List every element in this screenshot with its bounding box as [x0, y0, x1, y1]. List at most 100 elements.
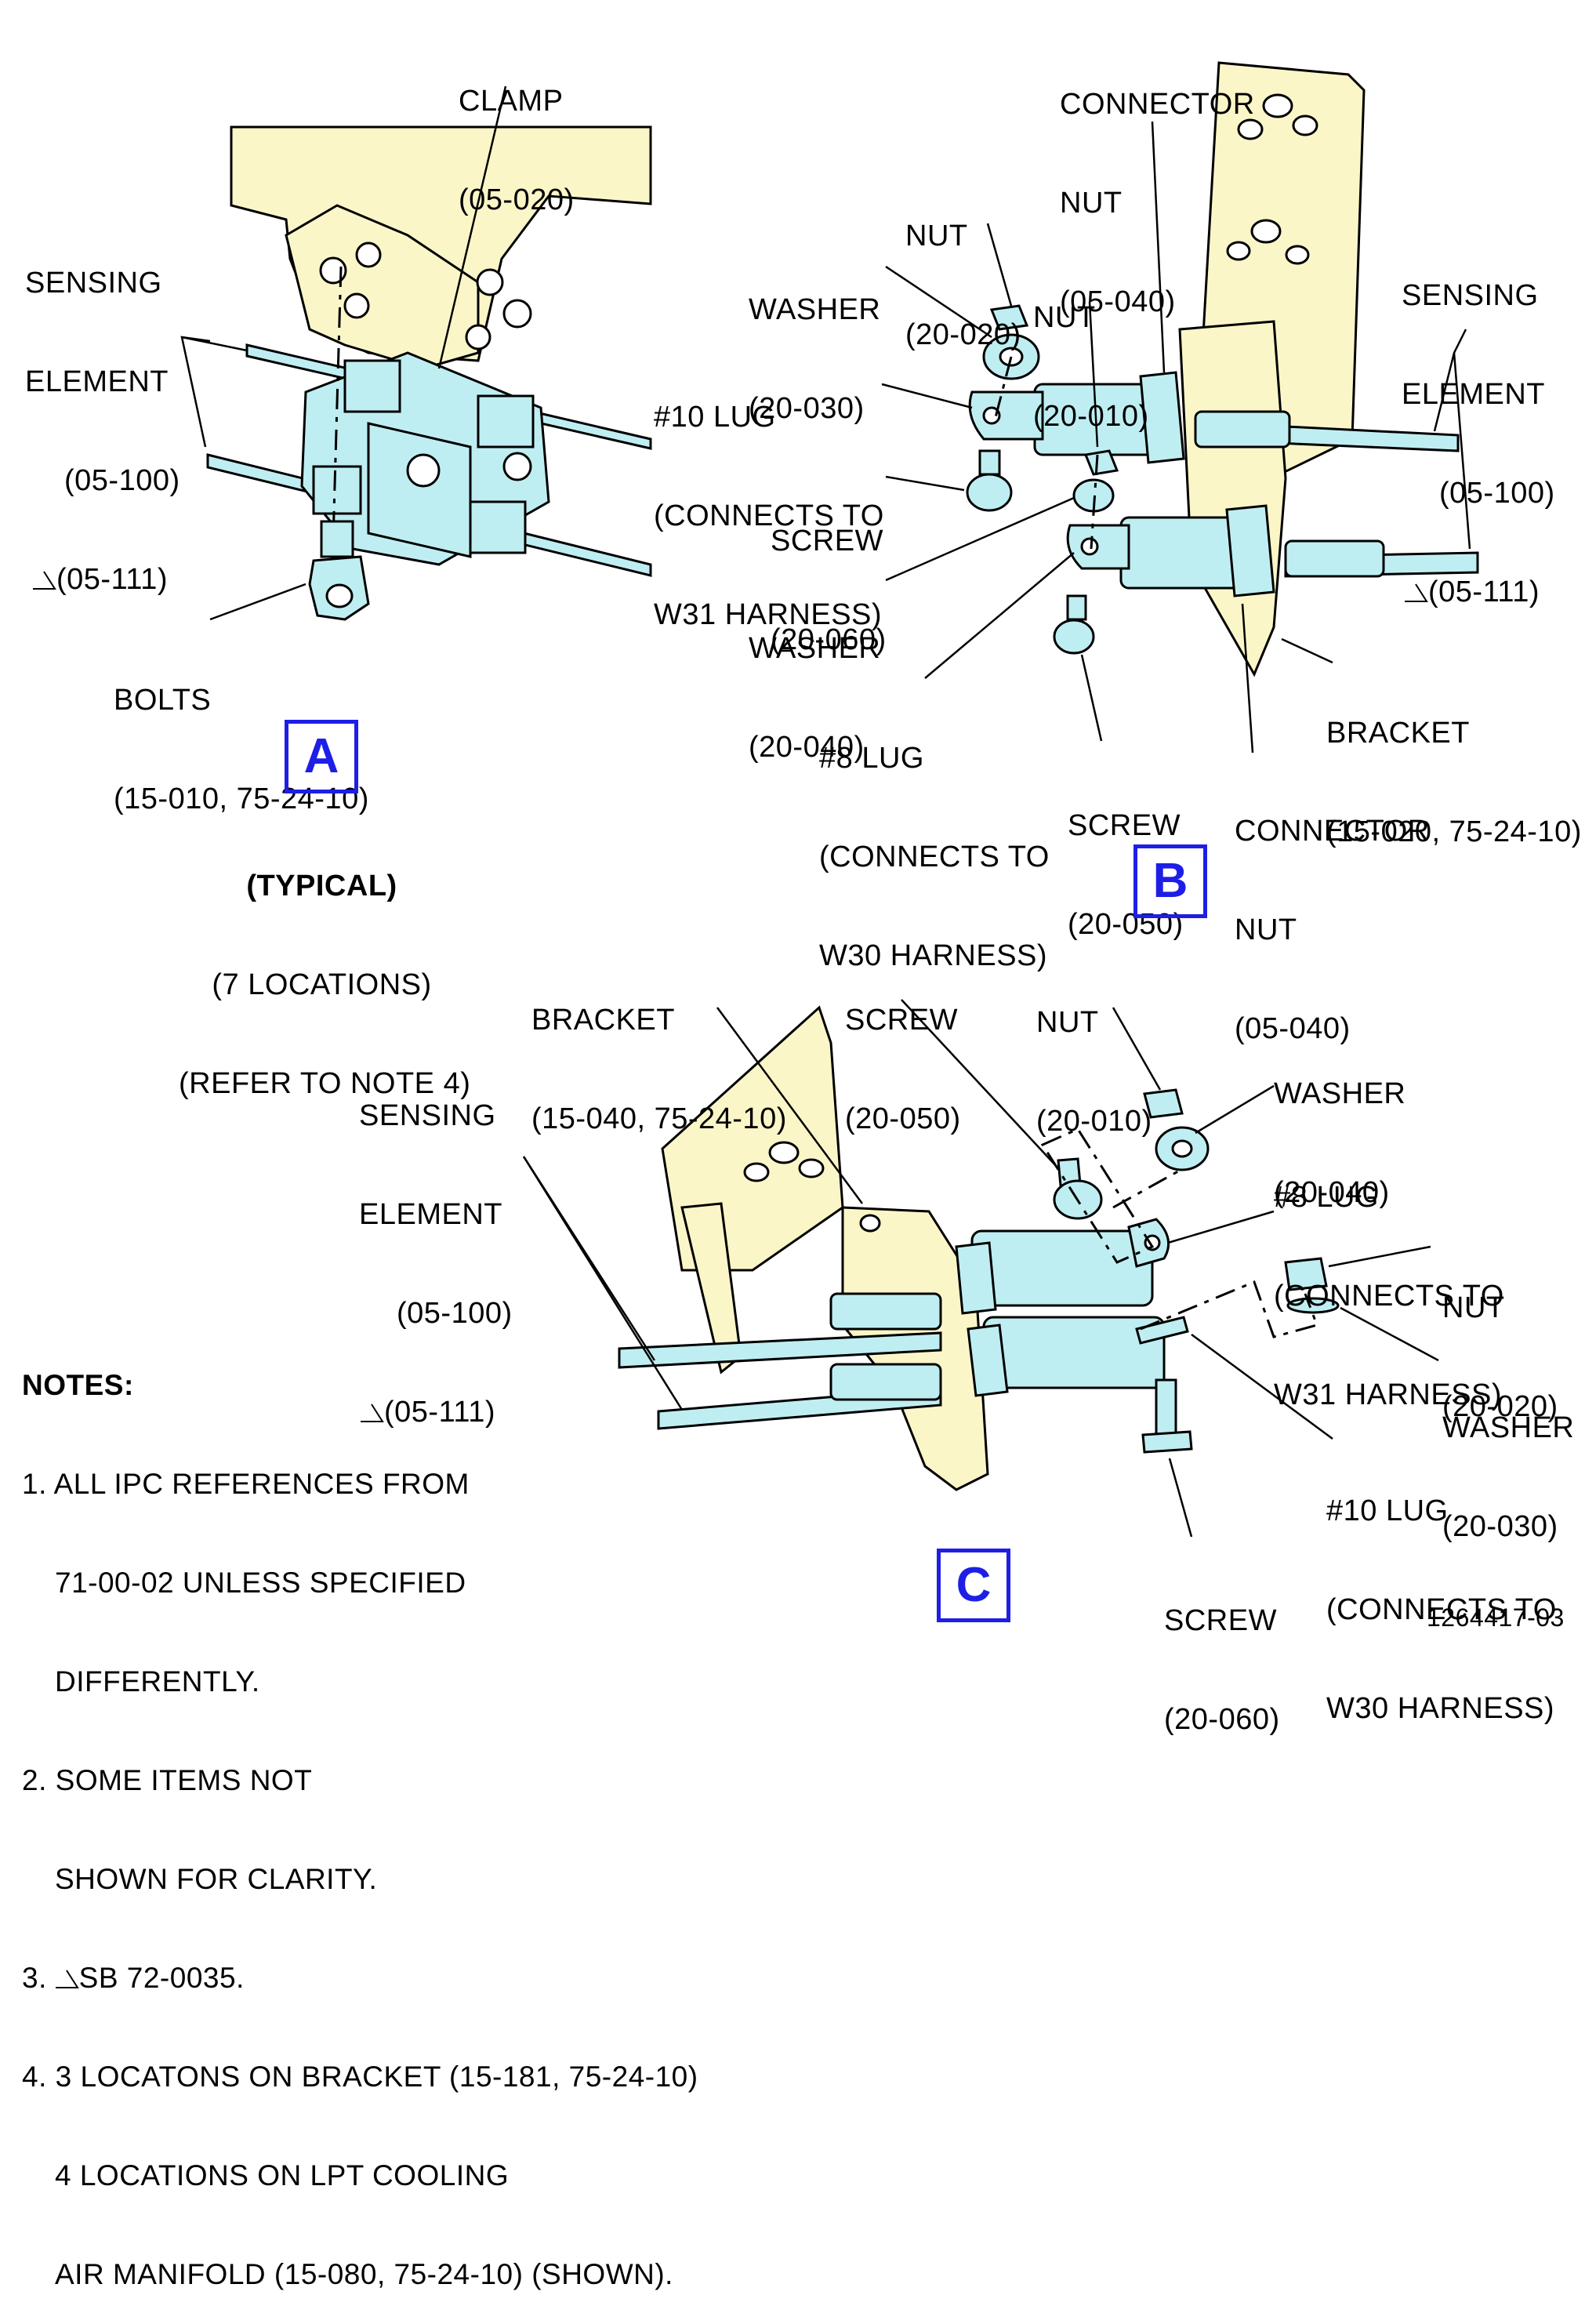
view-c-connector-nut-lower [967, 1324, 1009, 1397]
note-2-line: 2. SOME ITEMS NOT [22, 1764, 313, 1796]
revision-triangle-icon [55, 1970, 79, 1988]
caption-line: (REFER TO NOTE 4) [179, 1067, 471, 1100]
view-b-leader-sensing-2 [1453, 352, 1471, 550]
view-c-drawing [522, 999, 1439, 1538]
view-c-screw-20-060-head [1141, 1430, 1193, 1454]
label-line: SCREW [1164, 1604, 1277, 1637]
view-b-hole [1262, 93, 1293, 118]
label-line: ELEMENT [1402, 378, 1545, 411]
view-b-hole [1226, 241, 1251, 261]
label-line: #8 LUG [1274, 1181, 1379, 1214]
caption-line: (7 LOCATIONS) [212, 968, 432, 1001]
label-line: WASHER [749, 632, 881, 665]
view-b-leader-nut-20-020 [986, 223, 1013, 307]
revision-triangle-icon [33, 571, 56, 590]
view-b-screw-20-060-head [966, 473, 1013, 512]
view-b-leader-nut-20-010 [1088, 301, 1099, 448]
view-b-sensing-label: SENSING ELEMENT (05-100) (05-111) [1402, 213, 1555, 641]
view-b-leader-lug-8 [924, 552, 1075, 679]
view-a-hole [343, 292, 370, 319]
label-line: (20-060) [1164, 1703, 1280, 1736]
view-a-drawing [180, 85, 652, 621]
label-line: (05-100) [64, 464, 180, 497]
label-line: #10 LUG [1326, 1494, 1449, 1527]
view-c-washer-20-030-label: WASHER (20-030) [1442, 1345, 1574, 1576]
note-4-line: 4 LOCATIONS ON LPT COOLING [55, 2159, 510, 2191]
revision-triangle-icon [361, 1403, 384, 1422]
view-a-hole [502, 299, 532, 329]
view-c-assembly-path [1140, 1280, 1318, 1338]
label-line: (05-100) [1439, 477, 1555, 510]
note-2-line: SHOWN FOR CLARITY. [55, 1863, 378, 1895]
view-a-hole [476, 268, 504, 296]
label-line: (15-040, 75-24-10) [531, 1102, 787, 1135]
label-line: (20-040) [749, 731, 865, 764]
label-line: SENSING [25, 267, 162, 300]
view-a-clamp-plate [285, 204, 480, 370]
view-c-sensing-tube-upper [618, 1331, 942, 1369]
view-a-leader-clamp [437, 85, 507, 369]
label-line: SENSING [1402, 279, 1539, 312]
label-line: (05-111) [56, 563, 168, 596]
view-c-screw-20-060 [1155, 1378, 1177, 1436]
label-line: W30 HARNESS) [1326, 1692, 1555, 1725]
view-a-sensing-label: SENSING ELEMENT (05-100) (05-111) [25, 201, 180, 629]
view-a-grommet [477, 394, 535, 448]
label-line: W30 HARNESS) [819, 939, 1048, 972]
note-1-line: 1. ALL IPC REFERENCES FROM [22, 1468, 470, 1500]
view-c-leader-sensing-2 [522, 1156, 684, 1411]
view-c-hole [859, 1214, 881, 1233]
label-line: ELEMENT [25, 365, 169, 398]
label-line: (20-020) [1442, 1390, 1558, 1423]
caption-title: (TYPICAL) [246, 870, 397, 902]
view-b-lug-10 [968, 390, 1044, 441]
view-a-grommet [343, 359, 401, 413]
view-b-nut-20-020 [989, 304, 1029, 331]
view-c-screw-20-050-label: SCREW (20-050) [845, 938, 961, 1168]
note-3-line: SB 72-0035. [78, 1962, 245, 1994]
label-line: (20-030) [749, 392, 865, 425]
view-b-screw-20-050-label: SCREW (20-050) [1068, 743, 1184, 974]
label-line: NUT [1033, 301, 1096, 334]
label-line: (20-060) [771, 623, 887, 656]
view-c-letter: C [937, 1549, 1010, 1622]
view-b-lug-8-label: #8 LUG (CONNECTS TO W30 HARNESS) [819, 676, 1050, 1005]
label-line: W31 HARNESS) [1274, 1378, 1503, 1411]
view-a-hole [319, 256, 347, 285]
label-line: BRACKET [1326, 717, 1470, 750]
label-line: (15-010, 75-24-10) [114, 783, 369, 815]
label-line: NUT [1036, 1006, 1099, 1039]
label-line: (05-020) [459, 183, 575, 216]
label-line: (20-010) [1036, 1105, 1152, 1138]
view-b-connector-nut-upper [1139, 371, 1185, 464]
view-b-screw-20-050-head [1053, 619, 1095, 655]
view-a-bolt-shank [320, 520, 354, 558]
view-c-lug-10-label: #10 LUG (CONNECTS TO W30 HARNESS) [1326, 1429, 1557, 1758]
view-c-lug-8-label: #8 LUG (CONNECTS TO W31 HARNESS) [1274, 1115, 1504, 1444]
notes-heading: NOTES: [22, 1369, 134, 1401]
view-c-nut-20-010 [1143, 1088, 1184, 1119]
view-b-leader-connector-nut-top [1151, 121, 1166, 373]
view-c-leader-lug-8 [1167, 1210, 1275, 1244]
view-a-caption: (TYPICAL) (7 LOCATIONS) (REFER TO NOTE 4… [179, 804, 471, 1133]
view-b-screw-20-060-label: SCREW (20-060) [771, 459, 887, 689]
label-line: (CONNECTS TO [654, 499, 884, 532]
view-c-lug-10 [1135, 1316, 1189, 1345]
label-line: (CONNECTS TO [1326, 1593, 1557, 1626]
view-a-leader-sensing [180, 336, 211, 448]
view-b-screw-20-060 [978, 449, 1001, 476]
view-b-leader-connector-nut-bottom [1241, 603, 1254, 753]
view-c-screw-20-060-label: SCREW (20-060) [1164, 1538, 1280, 1769]
view-b-leader-washer-20-030 [885, 265, 992, 339]
view-b-washer-20-030-label: WASHER (20-030) [749, 227, 880, 458]
view-c-washer-20-040-label: WASHER (20-040) [1274, 1011, 1405, 1242]
label-line: (05-100) [397, 1297, 513, 1330]
label-line: (05-040) [1235, 1012, 1351, 1045]
view-c-hole [743, 1162, 770, 1182]
view-a-hole [355, 241, 382, 268]
label-line: BOLTS [114, 684, 212, 717]
view-a-grommet [469, 500, 527, 554]
view-c-bracket-label: BRACKET (15-040, 75-24-10) [531, 938, 787, 1168]
view-c-leader-screw-20-060 [1168, 1458, 1193, 1538]
view-b-leader-washer-20-040 [885, 496, 1075, 582]
